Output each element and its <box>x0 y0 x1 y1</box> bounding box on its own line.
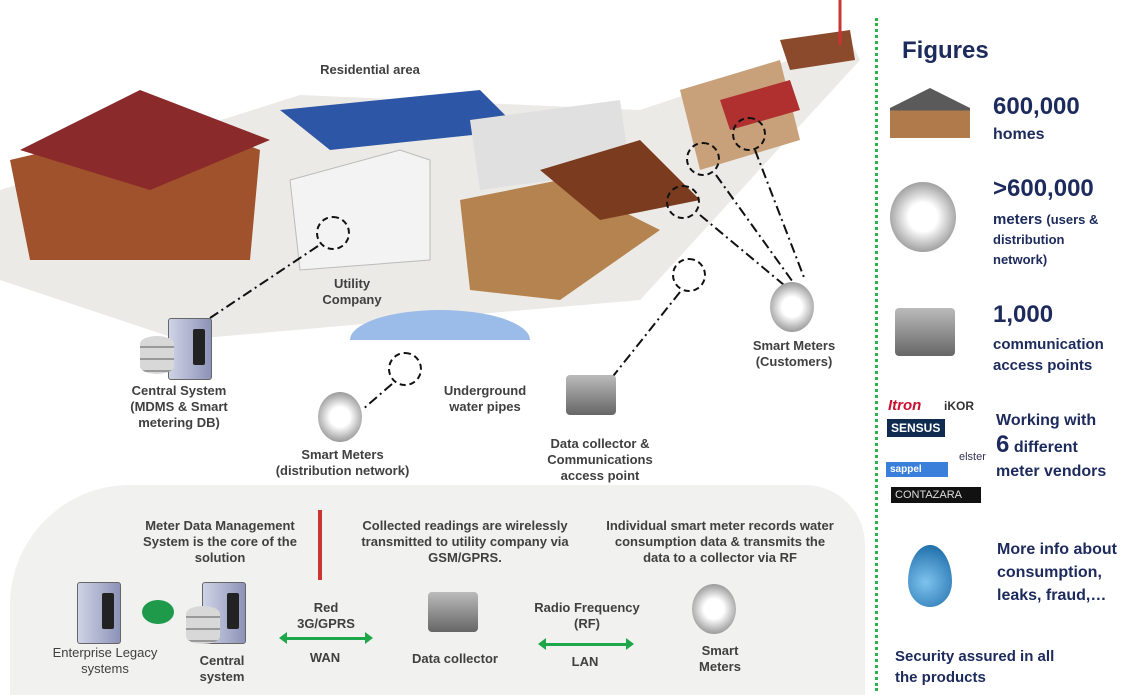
cell-tower-icon <box>318 510 322 580</box>
homes-value: 600,000 <box>993 93 1080 120</box>
underground-pipes-label: Underground water pipes <box>443 383 527 414</box>
vendors-text: Working with 6 different meter vendors <box>996 409 1121 484</box>
smart-meter-icon <box>692 584 736 634</box>
wan-label: WAN <box>309 650 341 665</box>
home-meter-marker <box>666 185 700 219</box>
itron-logo: Itron <box>888 397 922 414</box>
access-point-icon <box>895 308 955 356</box>
vendors-pre: Working with <box>996 412 1097 429</box>
residential-city-illustration <box>0 0 860 340</box>
vendors-count: 6 <box>996 431 1010 458</box>
homes-label: homes <box>993 126 1045 143</box>
smart-meters-customers-label: Smart Meters (Customers) <box>752 338 836 369</box>
meters-description: meters (users & distribution network) <box>993 210 1118 270</box>
smart-meter-icon <box>318 392 362 442</box>
data-collector-icon <box>566 375 616 415</box>
wan-arrow <box>279 632 373 644</box>
central-system-label: Central System (MDMS & Smart metering DB… <box>130 383 228 430</box>
pipe-meter-marker <box>388 352 422 386</box>
smart-meter-icon <box>770 282 814 332</box>
meters-sub: (users & distribution network) <box>993 212 1099 267</box>
wan-protocol-label: Red 3G/GPRS <box>297 600 355 631</box>
ap-value: 1,000 <box>993 301 1054 328</box>
central-system-server-icon <box>168 318 212 380</box>
sensus-logo: SENSUS <box>887 419 945 437</box>
smart-meters-distribution-label: Smart Meters (distribution network) <box>275 447 410 478</box>
data-collector-icon <box>428 592 478 632</box>
vendors-post: different meter vendors <box>996 439 1107 480</box>
gprs-note: Collected readings are wirelessly transm… <box>361 518 569 565</box>
security-text: Security assured in all the products <box>895 648 1055 686</box>
water-drop-icon <box>908 545 952 607</box>
smart-meters-label: Smart Meters <box>699 643 741 674</box>
elster-logo: elster <box>959 451 986 463</box>
sappel-logo: sappel <box>886 462 948 477</box>
central-system-label: Central system <box>199 653 245 684</box>
divider <box>875 18 878 691</box>
ap-label: communication access points <box>993 336 1104 374</box>
figures-title: Figures <box>902 37 989 64</box>
data-collector-label: Data collector <box>412 651 498 666</box>
smart-meter-icon <box>890 182 956 252</box>
database-icon <box>140 336 174 374</box>
mdms-note: Meter Data Management System is the core… <box>143 518 297 565</box>
router-icon <box>142 600 174 624</box>
meters-label: meters <box>993 211 1043 228</box>
lan-arrow <box>538 638 634 650</box>
home-meter-marker <box>686 142 720 176</box>
utility-meter-marker <box>316 216 350 250</box>
utility-company-label: Utility Company <box>322 276 382 307</box>
contazara-logo: CONTAZARA <box>891 487 981 503</box>
home-meter-marker <box>732 117 766 151</box>
rf-label: Radio Frequency (RF) <box>534 600 640 631</box>
house-icon <box>890 88 970 138</box>
data-collector-label: Data collector & Communications access p… <box>547 436 653 483</box>
ikor-logo: iKOR <box>944 399 974 413</box>
residential-area-label: Residential area <box>320 62 420 77</box>
enterprise-server-icon <box>77 582 121 644</box>
lan-label: LAN <box>571 654 599 669</box>
enterprise-legacy-label: Enterprise Legacy systems <box>52 645 158 676</box>
meter-note: Individual smart meter records water con… <box>606 518 834 565</box>
info-text: More info about consumption, leaks, frau… <box>997 541 1117 604</box>
meters-value: >600,000 <box>993 175 1094 202</box>
connection-lines <box>209 149 806 411</box>
collector-marker <box>672 258 706 292</box>
database-icon <box>186 606 220 644</box>
